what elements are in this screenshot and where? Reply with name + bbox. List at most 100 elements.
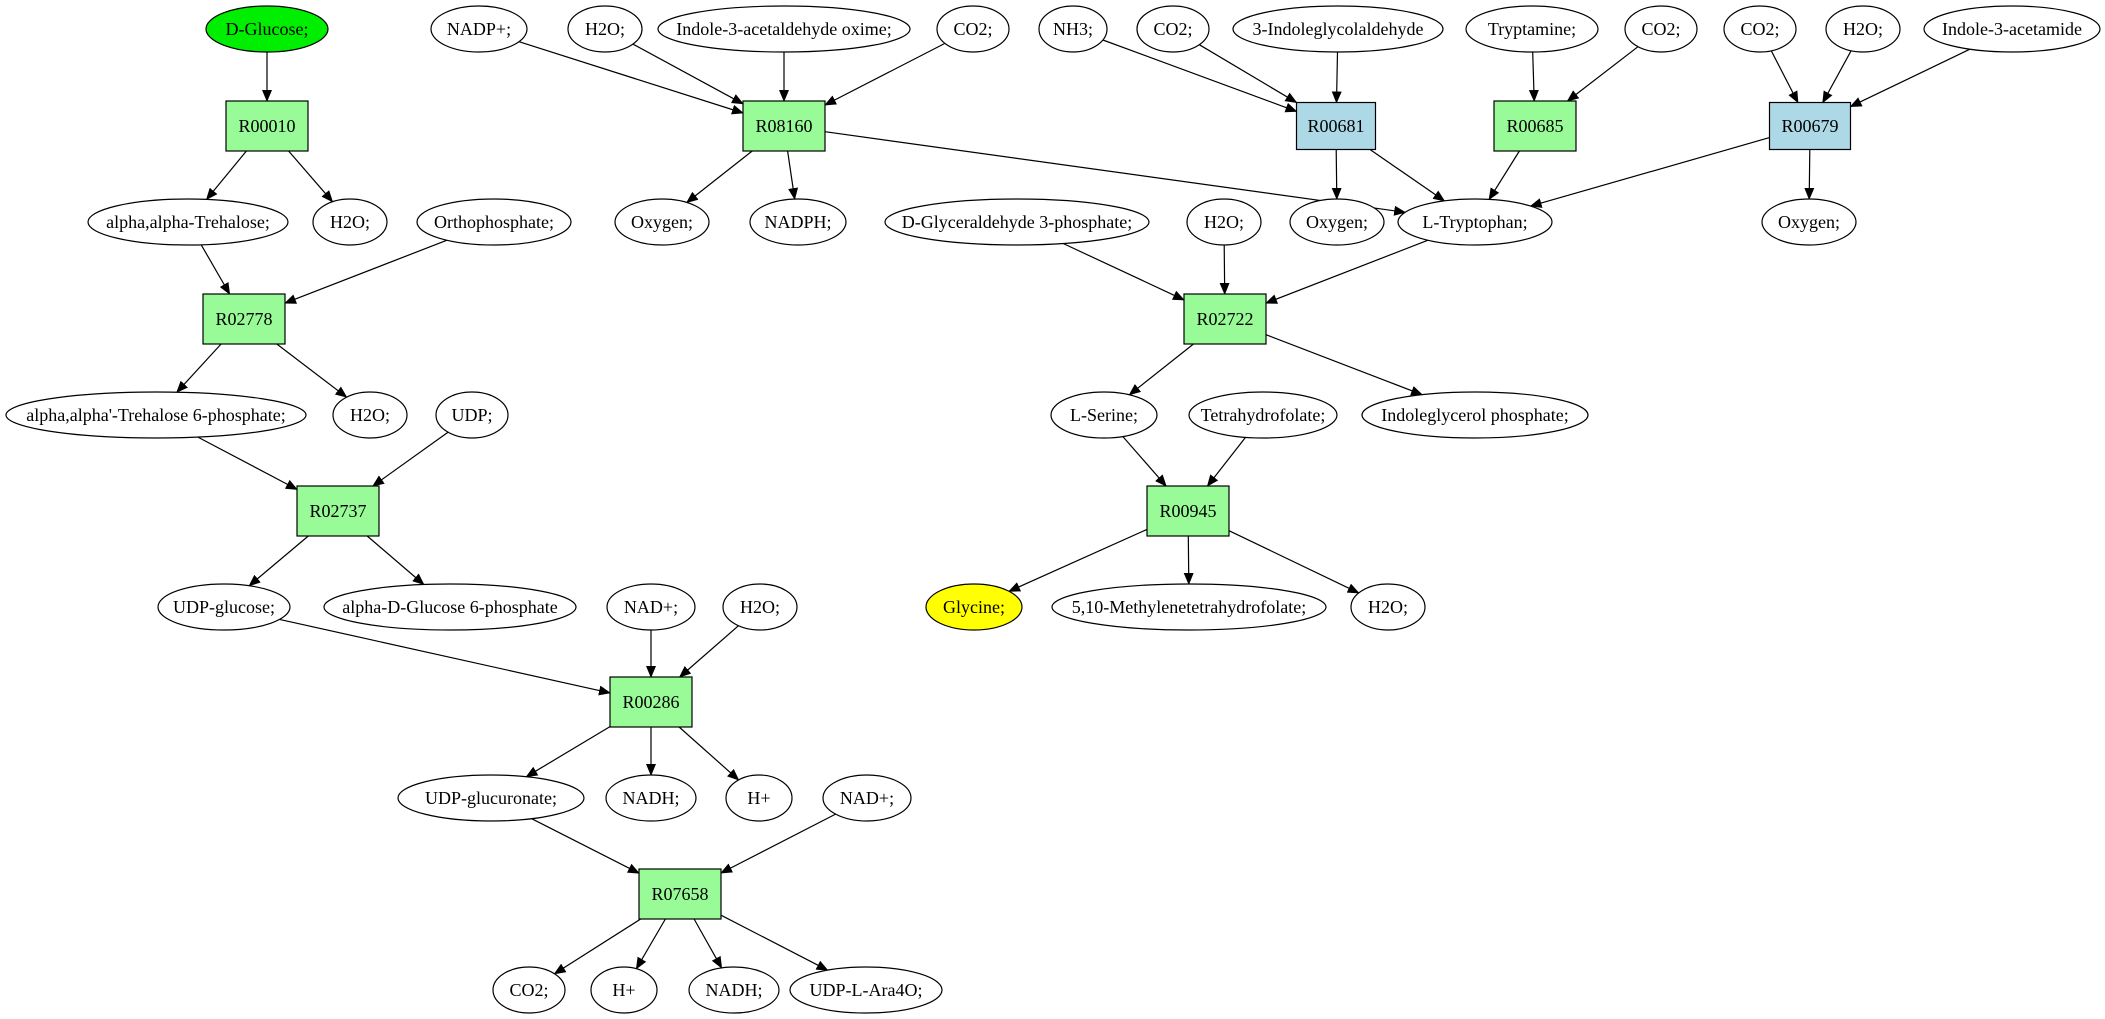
metabolite-ellipse	[1232, 5, 1444, 53]
edge-h2o_f-to-r02722	[1219, 244, 1230, 295]
edge-co2_d-to-r00685	[1566, 46, 1639, 102]
reaction-node-r00945: R00945	[1146, 485, 1230, 537]
metabolite-node-indoleglycolaldehyde: 3-Indoleglycolaldehyde	[1232, 5, 1444, 53]
edge-trehalose6p-to-r02737	[197, 436, 298, 490]
metabolite-node-co2_d: CO2;	[1624, 5, 1698, 53]
node-label: H2O;	[1368, 597, 1408, 617]
metabolite-ellipse	[822, 774, 912, 822]
metabolite-ellipse	[567, 5, 643, 53]
edge-r00010-to-trehalose	[205, 150, 247, 201]
edge-r00945-to-glycine	[1008, 528, 1148, 592]
metabolite-node-methylene_thf: 5,10-Methylenetetrahydrofolate;	[1051, 583, 1327, 631]
edge-thf-to-r00945	[1206, 437, 1246, 487]
node-label: CO2;	[509, 980, 548, 1000]
metabolite-ellipse	[1186, 198, 1262, 246]
metabolite-ellipse	[430, 5, 528, 53]
edge-co2_b-to-r08160	[824, 42, 946, 106]
node-label: NADPH;	[764, 212, 831, 232]
metabolite-ellipse	[1397, 198, 1553, 246]
metabolite-ellipse	[749, 198, 847, 246]
reaction-box	[1183, 293, 1267, 345]
node-label: R00010	[238, 116, 295, 136]
metabolite-node-glycine: Glycine;	[925, 583, 1023, 631]
node-label: R02722	[1196, 309, 1253, 329]
metabolite-node-oxime: Indole-3-acetaldehyde oxime;	[657, 5, 911, 53]
edge-co2_e-to-r00679	[1770, 50, 1799, 104]
edge-h2o_e-to-r00679	[1822, 50, 1852, 104]
node-label: R00679	[1781, 116, 1838, 136]
edge-nadplus_b-to-r07658	[720, 813, 836, 874]
node-label: NH3;	[1053, 19, 1093, 39]
metabolite-ellipse	[416, 198, 572, 246]
node-label: H2O;	[1843, 19, 1883, 39]
edge-r00679-to-oxygen_c	[1804, 149, 1815, 200]
reaction-node-r00286: R00286	[609, 676, 693, 728]
metabolite-node-h2o_d: H2O;	[567, 5, 643, 53]
reaction-box	[638, 868, 722, 920]
reaction-node-r00681: R00681	[1295, 101, 1377, 151]
metabolite-ellipse	[205, 5, 329, 53]
edge-r02737-to-glucose6p	[366, 535, 425, 586]
metabolite-node-acetamide: Indole-3-acetamide	[1923, 5, 2101, 53]
edge-r07658-to-nadh_b	[693, 918, 723, 969]
metabolite-node-h2o_a: H2O;	[312, 198, 388, 246]
metabolite-ellipse	[1050, 391, 1158, 439]
metabolite-ellipse	[725, 774, 793, 822]
node-label: R00286	[622, 692, 679, 712]
reaction-box	[742, 100, 826, 152]
metabolite-node-nadph: NADPH;	[749, 198, 847, 246]
node-label: H+	[747, 788, 770, 808]
node-label: alpha,alpha-Trehalose;	[106, 212, 270, 232]
edge-r02778-to-trehalose6p	[176, 343, 222, 393]
metabolite-ellipse	[925, 583, 1023, 631]
metabolite-node-g3p: D-Glyceraldehyde 3-phosphate;	[884, 198, 1150, 246]
reaction-box	[225, 100, 309, 152]
reaction-box	[609, 676, 693, 728]
metabolite-node-co2_a: CO2;	[492, 966, 566, 1014]
metabolite-ellipse	[312, 198, 388, 246]
metabolite-node-co2_c: CO2;	[1136, 5, 1210, 53]
node-label: NADP+;	[447, 19, 511, 39]
metabolite-ellipse	[1038, 5, 1108, 53]
metabolite-node-ltryptophan: L-Tryptophan;	[1397, 198, 1553, 246]
metabolite-node-tryptamine: Tryptamine;	[1465, 5, 1599, 53]
metabolite-node-hplus_a: H+	[725, 774, 793, 822]
edge-acetamide-to-r00679	[1849, 48, 1971, 108]
node-label: R02737	[309, 501, 366, 521]
edge-r02778-to-h2o_b	[276, 343, 348, 398]
edge-r08160-to-nadph	[787, 150, 799, 201]
nodes-layer: D-Glucose; R00010 alpha,alpha-Trehalose; H2…	[5, 5, 2101, 1014]
metabolite-node-trehalose: alpha,alpha-Trehalose;	[87, 198, 289, 246]
node-label: CO2;	[1153, 19, 1192, 39]
edge-co2_c-to-r00681	[1198, 44, 1298, 104]
metabolite-ellipse	[1289, 198, 1385, 246]
metabolite-node-udpara: UDP-L-Ara4O;	[789, 966, 943, 1014]
metabolite-ellipse	[606, 583, 696, 631]
edge-udpglucuronate-to-r07658	[531, 818, 640, 874]
node-label: Oxygen;	[631, 212, 693, 232]
metabolite-ellipse	[1188, 391, 1338, 439]
edge-g3p-to-r02722	[1062, 242, 1185, 301]
metabolite-node-glucose6p: alpha-D-Glucose 6-phosphate	[323, 583, 577, 631]
node-label: Indoleglycerol phosphate;	[1381, 405, 1568, 425]
reaction-box	[296, 485, 380, 537]
edge-udp-to-r02737	[372, 431, 449, 487]
reaction-node-r07658: R07658	[638, 868, 722, 920]
reaction-node-r02778: R02778	[202, 293, 286, 345]
node-label: R07658	[651, 884, 708, 904]
node-label: H2O;	[1204, 212, 1244, 232]
node-label: H2O;	[740, 597, 780, 617]
metabolite-node-dglucose: D-Glucose;	[205, 5, 329, 53]
node-label: H2O;	[585, 19, 625, 39]
node-label: D-Glyceraldehyde 3-phosphate;	[902, 212, 1132, 232]
node-label: Glycine;	[943, 597, 1005, 617]
node-label: NAD+;	[624, 597, 678, 617]
node-label: Tetrahydrofolate;	[1201, 405, 1326, 425]
metabolite-node-udpglucuronate: UDP-glucuronate;	[397, 774, 585, 822]
node-label: R02778	[215, 309, 272, 329]
node-label: H+	[612, 980, 635, 1000]
metabolite-ellipse	[1361, 391, 1589, 439]
edge-r00681-to-oxygen_b	[1331, 149, 1342, 200]
node-label: CO2;	[1641, 19, 1680, 39]
node-label: L-Serine;	[1070, 405, 1138, 425]
